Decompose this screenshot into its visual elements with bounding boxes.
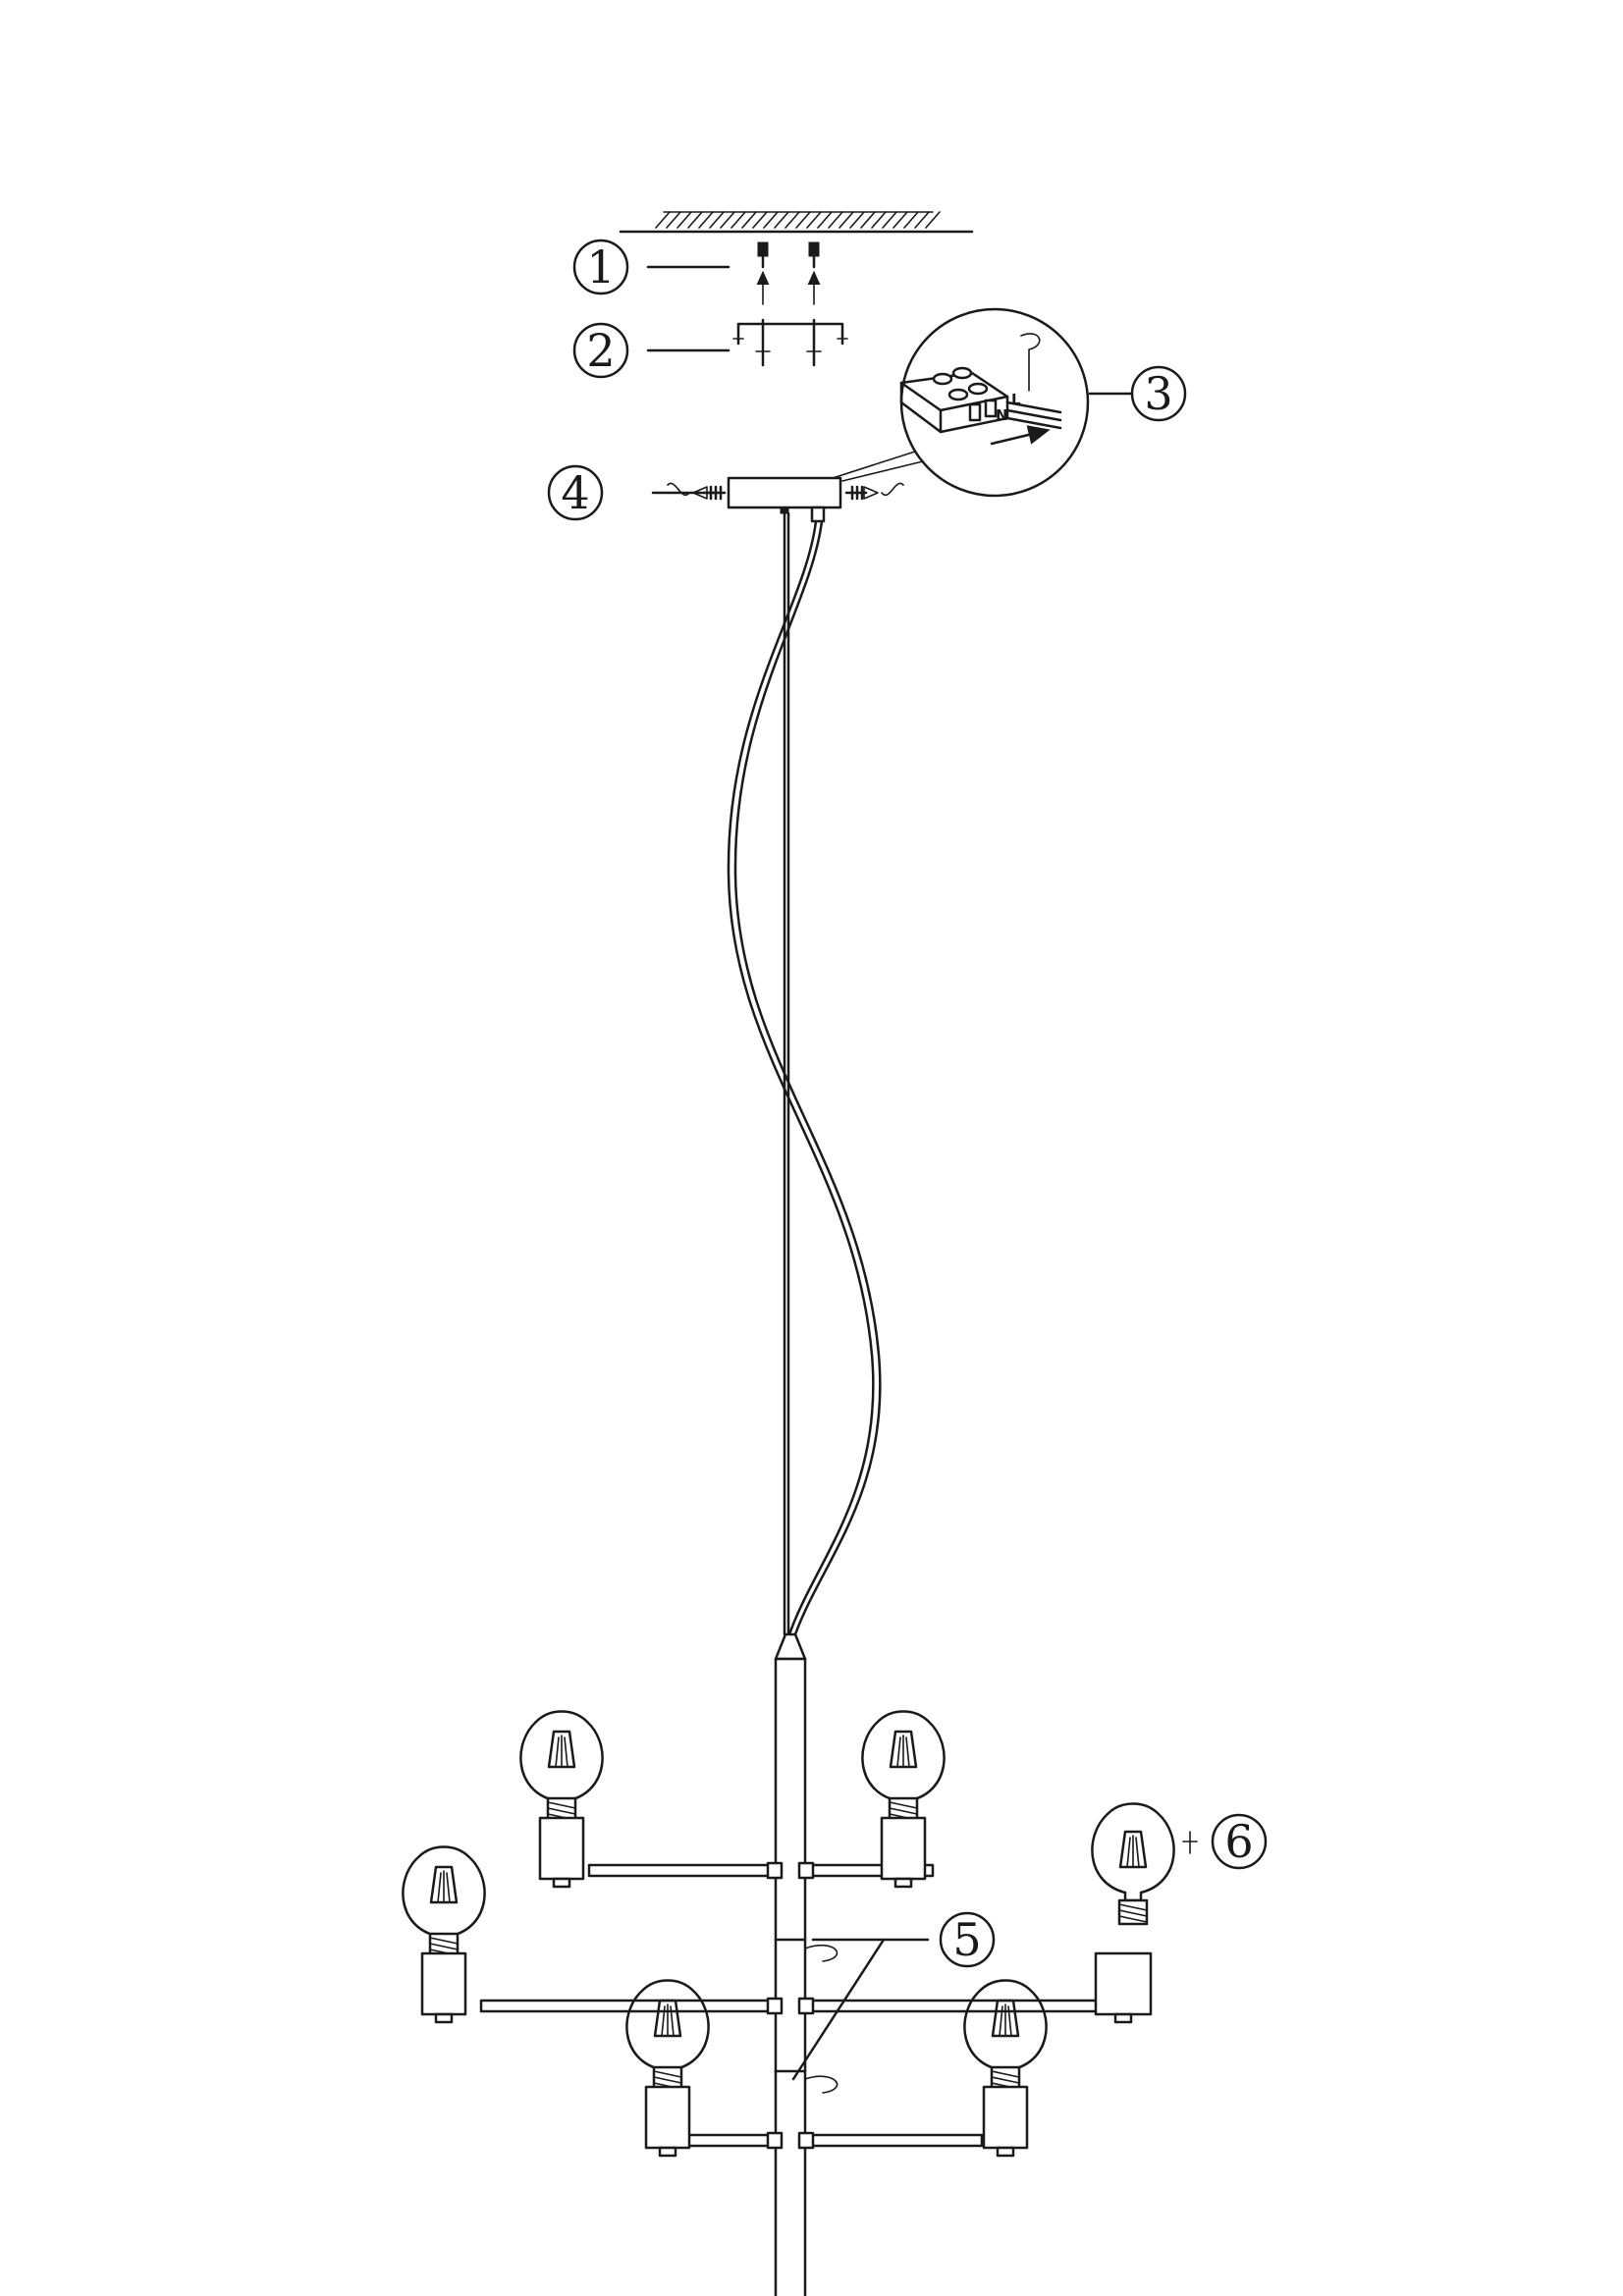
terminal-block-callout: L N (829, 307, 1133, 498)
terminal-block: L N (899, 333, 1062, 446)
step-marker-mounting-bracket: 2 (572, 322, 629, 379)
bulb-holder-upper-left (519, 1710, 604, 1889)
step-marker-circle (572, 239, 629, 295)
power-cable (727, 519, 882, 1636)
ceiling (619, 211, 974, 234)
live-terminal-label: L (1011, 391, 1021, 408)
neutral-terminal-label: N (996, 406, 1008, 424)
center-stem (774, 1632, 807, 2296)
step-marker-terminal-block: 3 (1130, 365, 1187, 422)
step-marker-circle (572, 322, 629, 379)
step-marker-circle (1211, 1813, 1268, 1870)
mount-screws (646, 241, 821, 305)
step-marker-number: 5 (952, 1913, 981, 1966)
arm-joints (774, 1938, 930, 2094)
canopy (651, 476, 904, 523)
step-marker-arm-joints: 5 (939, 1911, 996, 1968)
bulb (1091, 1802, 1198, 1926)
step-marker-circle (939, 1911, 996, 1968)
step-marker-number: 2 (586, 324, 615, 377)
step-marker-number: 6 (1224, 1815, 1253, 1868)
bulb-holders (402, 1710, 1153, 2158)
step-marker-circle (547, 464, 604, 521)
arms (479, 1861, 1102, 2150)
step-marker-canopy-screws: 4 (547, 464, 604, 521)
step-marker-mount-screws: 1 (572, 239, 629, 295)
step-marker-number: 4 (561, 466, 589, 519)
step-marker-number: 1 (586, 240, 615, 294)
bulb-holder-middle-right (1094, 1951, 1153, 2024)
bulb-holder-upper-right (861, 1710, 946, 1889)
step-marker-number: 3 (1144, 367, 1172, 420)
mounting-bracket (646, 318, 848, 367)
bulb-holder-middle-left (402, 1845, 486, 2024)
step-marker-bulb: 6 (1211, 1813, 1268, 1870)
step-marker-circle (1130, 365, 1187, 422)
